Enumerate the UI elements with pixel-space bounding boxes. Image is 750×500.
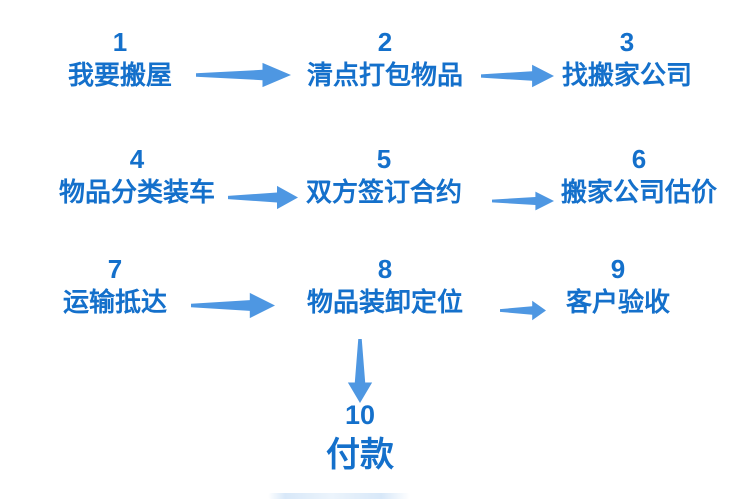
step-label: 找搬家公司 [561,60,692,90]
flow-step-7: 7 运输抵达 [35,256,195,315]
step-number: 9 [610,254,626,284]
flow-step-10: 10 付款 [280,400,440,474]
arrow-step5-to-step6-icon [492,191,554,211]
step-number: 3 [619,27,635,57]
flow-step-5: 5 双方签订合约 [299,146,469,205]
arrow-step1-to-step2-icon [196,62,291,88]
step-label: 运输抵达 [62,287,167,317]
arrow-step8-to-step9-icon [500,300,546,321]
flow-step-2: 2 清点打包物品 [300,29,470,88]
step-number: 8 [377,254,393,284]
flow-step-9: 9 客户验收 [538,256,698,315]
step-label: 清点打包物品 [306,60,463,90]
step-label: 客户验收 [565,287,670,317]
flow-step-1: 1 我要搬屋 [40,29,200,88]
flow-step-6: 6 搬家公司估价 [554,146,724,205]
flow-step-3: 3 找搬家公司 [542,29,712,88]
step-label: 我要搬屋 [67,60,172,90]
step-number: 10 [344,400,376,430]
flow-step-4: 4 物品分类装车 [52,146,222,205]
step-number: 7 [107,254,123,284]
step-number: 2 [377,27,393,57]
step-label: 付款 [326,436,394,474]
step-label: 物品装卸定位 [306,287,463,317]
flow-step-8: 8 物品装卸定位 [300,256,470,315]
step-label: 双方签订合约 [305,177,462,207]
step-number: 1 [112,27,128,57]
clipped-element-bottom [268,493,410,499]
step-label: 搬家公司估价 [560,177,717,207]
step-number: 4 [129,144,145,174]
step-number: 5 [376,144,392,174]
arrow-step7-to-step8-icon [191,292,275,319]
arrow-step8-to-step10-icon [347,339,373,403]
step-number: 6 [631,144,647,174]
arrow-step2-to-step3-icon [481,64,554,88]
step-label: 物品分类装车 [58,177,215,207]
arrow-step4-to-step5-icon [228,185,298,210]
